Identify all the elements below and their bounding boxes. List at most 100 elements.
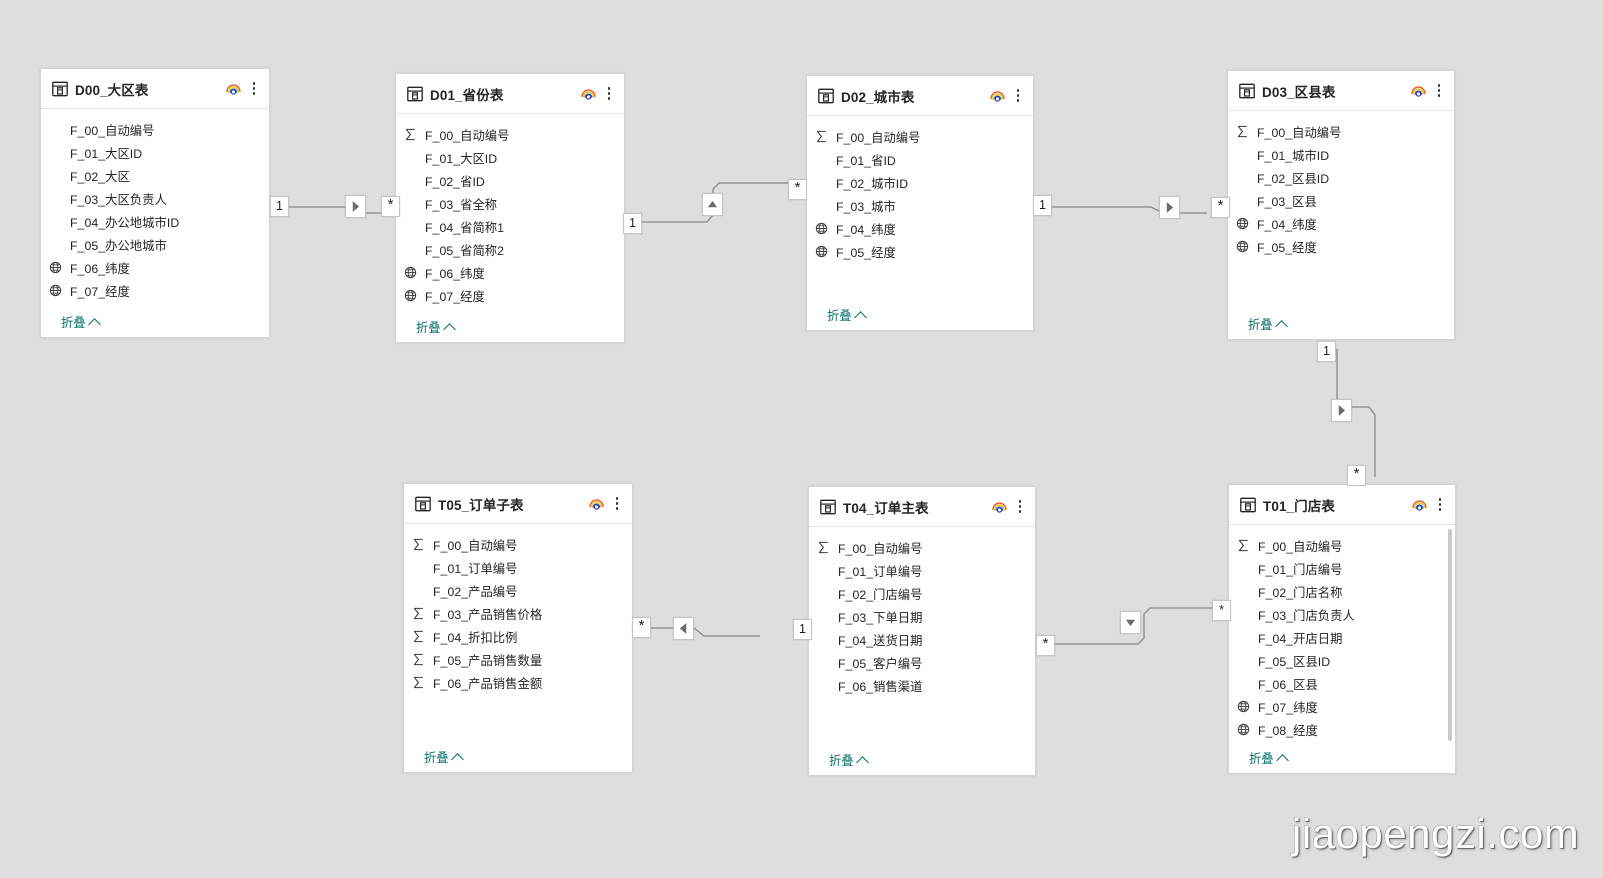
field-row[interactable]: F_04_办公地城市ID [41, 210, 269, 233]
field-row[interactable]: F_05_省简称2 [396, 238, 624, 261]
field-row[interactable]: F_01_省ID [807, 148, 1033, 171]
ai-insights-icon[interactable] [225, 80, 242, 97]
collapse-button[interactable]: 折叠 [1248, 315, 1288, 333]
ai-insights-icon[interactable] [1411, 496, 1428, 513]
cross-filter-badge[interactable] [702, 193, 723, 216]
field-row[interactable]: F_06_纬度 [41, 256, 269, 279]
field-row[interactable]: F_06_纬度 [396, 261, 624, 284]
cardinality-badge-one[interactable]: 1 [1033, 195, 1052, 216]
ai-insights-icon[interactable] [588, 495, 605, 512]
field-row[interactable]: F_01_大区ID [41, 141, 269, 164]
field-row[interactable]: F_05_产品销售数量 [404, 648, 632, 671]
field-row[interactable]: F_07_纬度 [1229, 695, 1455, 718]
ai-insights-icon[interactable] [989, 87, 1006, 104]
field-row[interactable]: F_02_产品编号 [404, 579, 632, 602]
field-row[interactable]: F_00_自动编号 [809, 536, 1035, 559]
cardinality-badge-one[interactable]: 1 [793, 619, 812, 640]
field-row[interactable]: F_03_省全称 [396, 192, 624, 215]
cardinality-badge-one[interactable]: 1 [270, 196, 289, 217]
field-row[interactable]: F_05_客户编号 [809, 651, 1035, 674]
ai-insights-icon[interactable] [580, 85, 597, 102]
field-row[interactable]: F_05_区县ID [1229, 649, 1455, 672]
table-header-D03[interactable]: D03_区县表 [1228, 71, 1454, 111]
cross-filter-badge[interactable] [1331, 399, 1352, 422]
field-row[interactable]: F_02_城市ID [807, 171, 1033, 194]
ai-insights-icon[interactable] [1410, 82, 1427, 99]
field-row[interactable]: F_03_城市 [807, 194, 1033, 217]
more-options-icon[interactable] [248, 80, 260, 97]
field-row[interactable]: F_00_自动编号 [1229, 534, 1455, 557]
cardinality-badge-one[interactable]: * [1212, 600, 1231, 621]
cardinality-badge-many[interactable]: * [788, 179, 807, 200]
more-options-icon[interactable] [603, 85, 615, 102]
collapse-button[interactable]: 折叠 [829, 751, 869, 769]
more-options-icon[interactable] [1014, 498, 1026, 515]
field-row[interactable]: F_03_下单日期 [809, 605, 1035, 628]
table-header-D02[interactable]: D02_城市表 [807, 76, 1033, 116]
cardinality-badge-many[interactable]: * [1211, 197, 1230, 218]
field-row[interactable]: F_04_送货日期 [809, 628, 1035, 651]
field-row[interactable]: F_04_开店日期 [1229, 626, 1455, 649]
field-row[interactable]: F_05_经度 [807, 240, 1033, 263]
table-header-T04[interactable]: T04_订单主表 [809, 487, 1035, 527]
field-row[interactable]: F_06_产品销售金额 [404, 671, 632, 694]
field-row[interactable]: F_04_纬度 [1228, 212, 1454, 235]
cross-filter-badge[interactable] [673, 617, 694, 640]
field-row[interactable]: F_07_经度 [41, 279, 269, 302]
vertical-scrollbar[interactable] [1448, 529, 1452, 741]
cross-filter-badge[interactable] [1159, 196, 1180, 219]
field-row[interactable]: F_02_门店名称 [1229, 580, 1455, 603]
table-header-D01[interactable]: D01_省份表 [396, 74, 624, 114]
table-header-T05[interactable]: T05_订单子表 [404, 484, 632, 524]
field-row[interactable]: F_02_区县ID [1228, 166, 1454, 189]
field-row[interactable]: F_01_门店编号 [1229, 557, 1455, 580]
table-header-D00[interactable]: D00_大区表 [41, 69, 269, 109]
field-row[interactable]: F_08_经度 [1229, 718, 1455, 741]
more-options-icon[interactable] [1434, 496, 1446, 513]
ai-insights-icon[interactable] [991, 498, 1008, 515]
field-row[interactable]: F_03_产品销售价格 [404, 602, 632, 625]
more-options-icon[interactable] [1433, 82, 1445, 99]
field-row[interactable]: F_06_销售渠道 [809, 674, 1035, 697]
field-row[interactable]: F_01_订单编号 [809, 559, 1035, 582]
collapse-button[interactable]: 折叠 [416, 318, 456, 336]
field-row[interactable]: F_04_纬度 [807, 217, 1033, 240]
collapse-button[interactable]: 折叠 [1249, 749, 1289, 767]
field-row[interactable]: F_03_门店负责人 [1229, 603, 1455, 626]
field-row[interactable]: F_05_办公地城市 [41, 233, 269, 256]
cardinality-badge-many[interactable]: * [632, 617, 651, 638]
more-options-icon[interactable] [1012, 87, 1024, 104]
collapse-button[interactable]: 折叠 [424, 748, 464, 766]
field-row[interactable]: F_02_大区 [41, 164, 269, 187]
field-row[interactable]: F_01_订单编号 [404, 556, 632, 579]
field-row[interactable]: F_02_省ID [396, 169, 624, 192]
cardinality-badge-many[interactable]: * [1036, 635, 1055, 656]
field-row[interactable]: F_03_大区负责人 [41, 187, 269, 210]
table-header-T01[interactable]: T01_门店表 [1229, 485, 1455, 525]
cardinality-badge-many[interactable]: * [1347, 465, 1366, 486]
cross-filter-badge[interactable] [1120, 611, 1141, 634]
more-options-icon[interactable] [611, 495, 623, 512]
field-row[interactable]: F_00_自动编号 [396, 123, 624, 146]
cardinality-badge-one[interactable]: 1 [623, 213, 642, 234]
field-row[interactable]: F_00_自动编号 [404, 533, 632, 556]
field-row[interactable]: F_01_大区ID [396, 146, 624, 169]
cross-filter-badge[interactable] [345, 195, 366, 218]
field-row[interactable]: F_07_经度 [396, 284, 624, 307]
field-row[interactable]: F_06_区县 [1229, 672, 1455, 695]
field-row[interactable]: F_00_自动编号 [807, 125, 1033, 148]
cardinality-badge-one[interactable]: 1 [1317, 341, 1336, 362]
field-row[interactable]: F_04_折扣比例 [404, 625, 632, 648]
field-row[interactable]: F_02_门店编号 [809, 582, 1035, 605]
field-row[interactable]: F_00_自动编号 [1228, 120, 1454, 143]
field-row[interactable]: F_04_省简称1 [396, 215, 624, 238]
collapse-button[interactable]: 折叠 [61, 313, 101, 331]
